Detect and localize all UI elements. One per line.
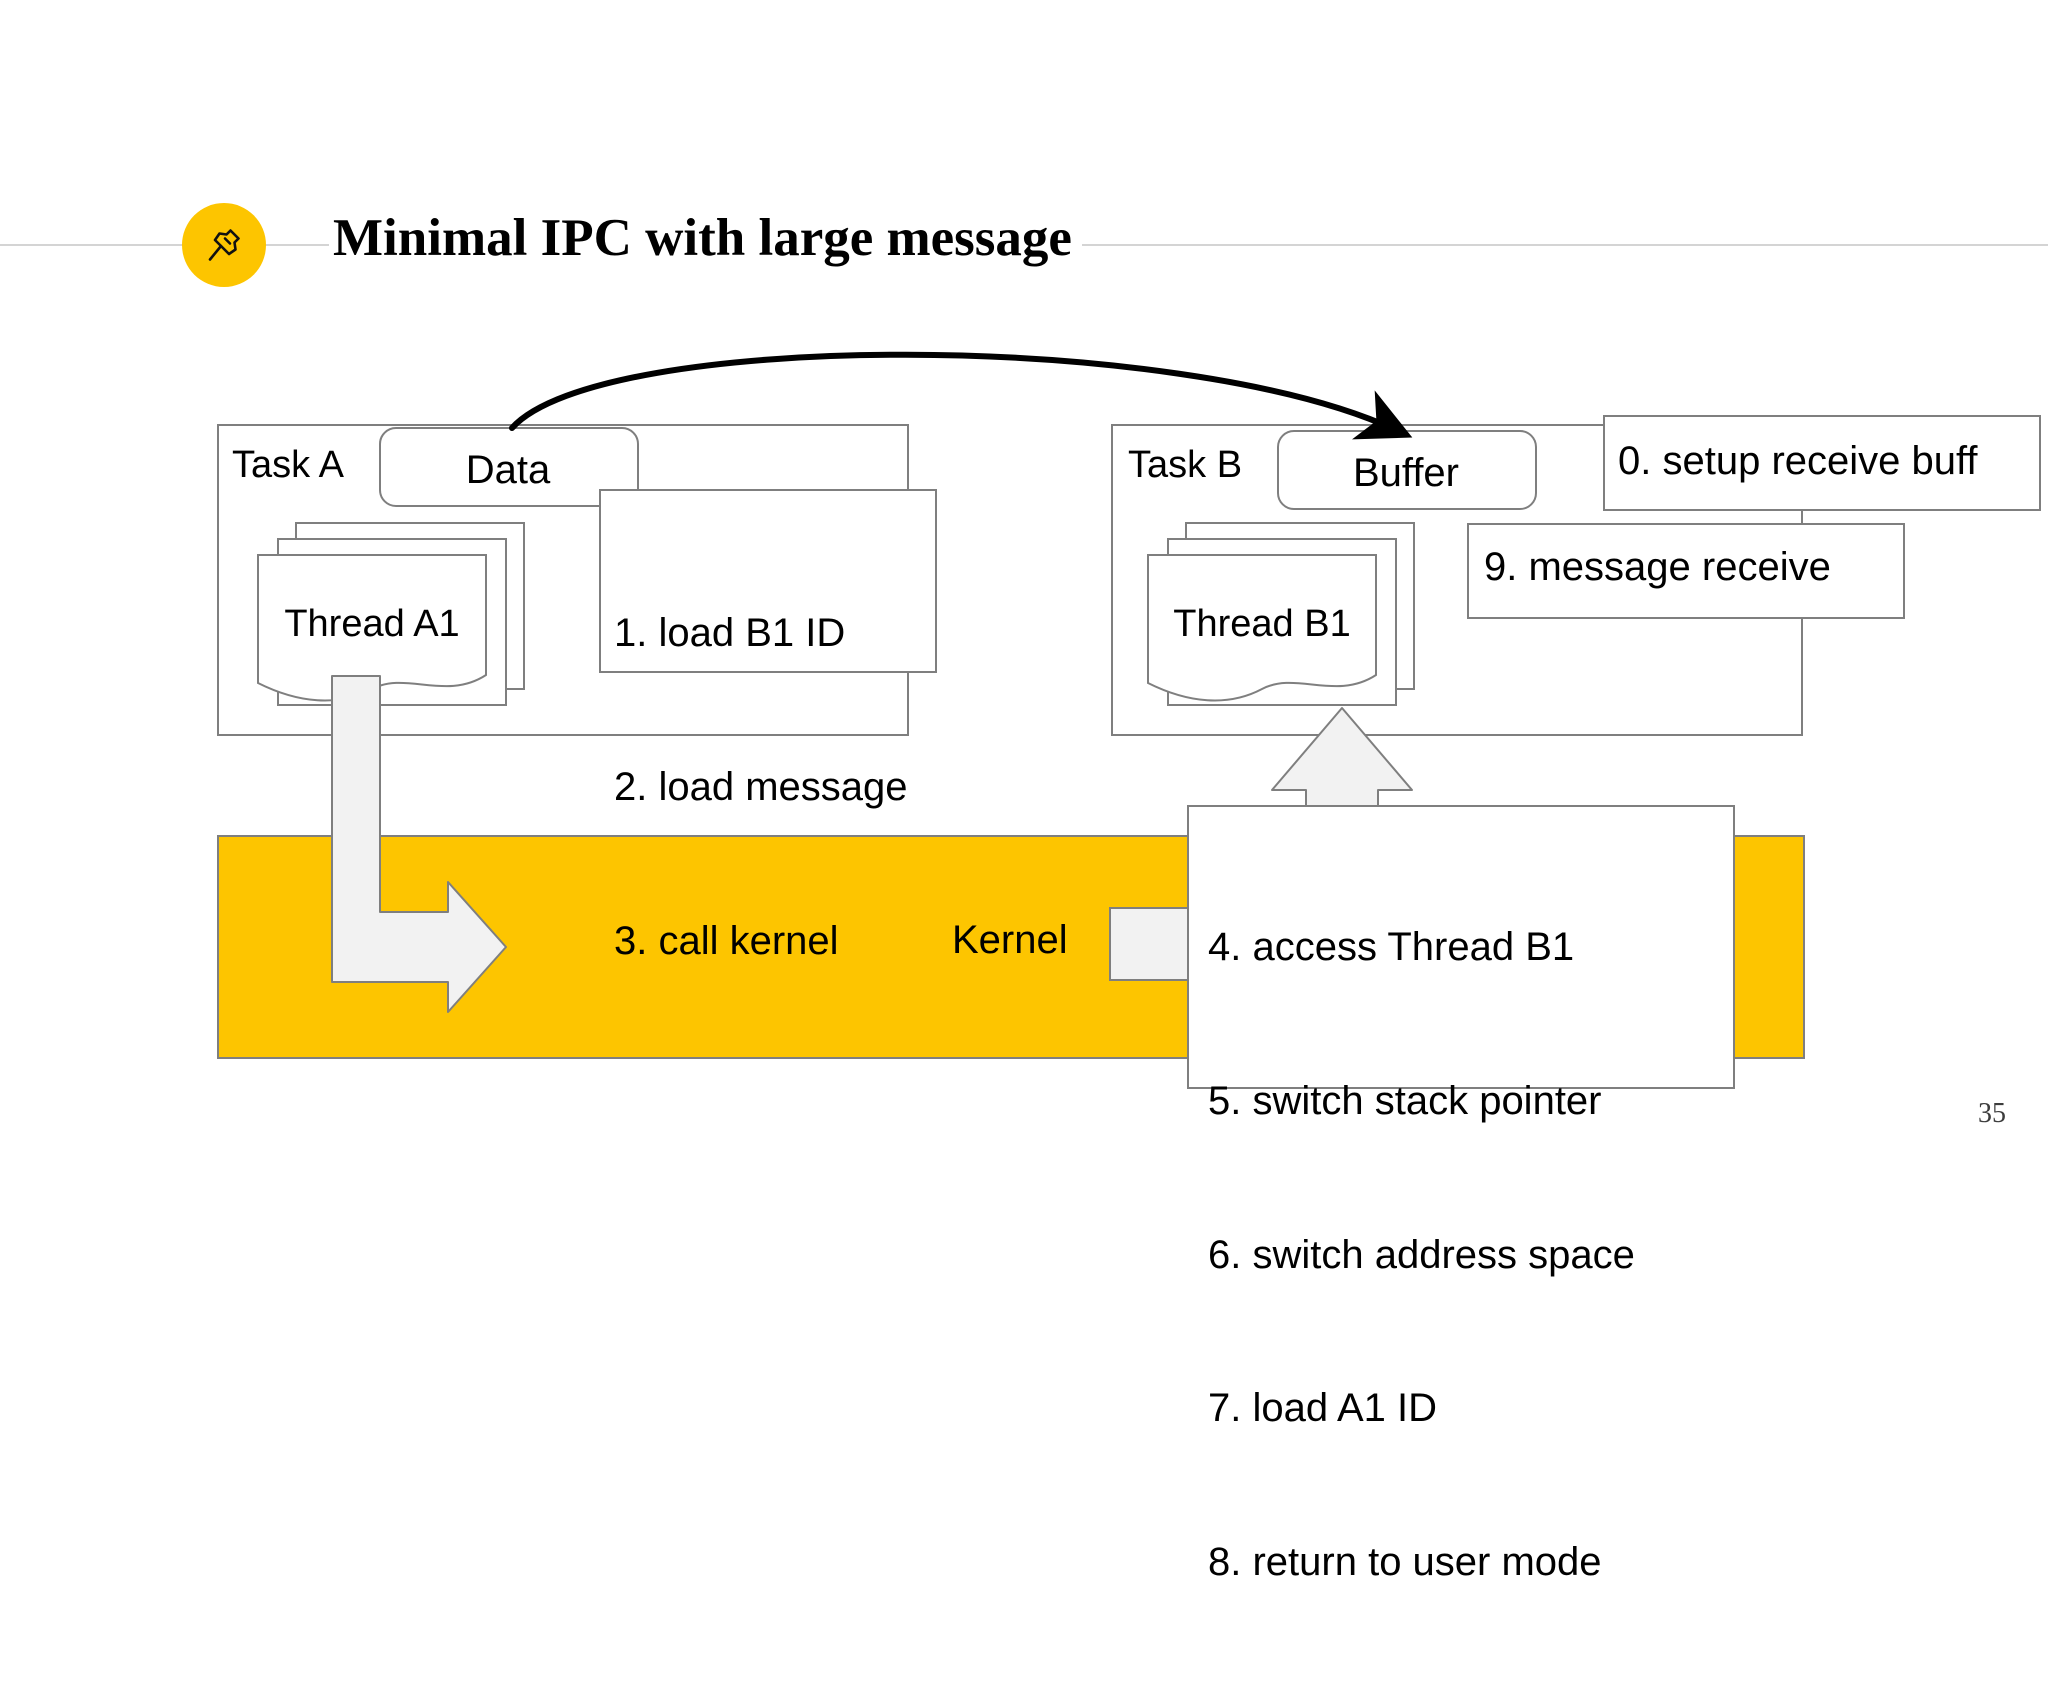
page-number: 35 [1978,1098,2006,1129]
thread-b1-sheet-1 [1147,554,1377,702]
data-memory-label: Data [465,448,551,492]
thread-b1-label: Thread B1 [1173,603,1351,645]
slide-header: Minimal IPC with large message [0,0,2048,330]
message-receive-text: 9. message receive [1484,545,1831,589]
message-copy-arrow [509,351,1413,440]
kernel-label: Kernel [952,918,1068,962]
kernel-step-line: 4. access Thread B1 [1208,925,1575,970]
buffer-memory-label: Buffer [1353,451,1459,495]
user-step-line: 2. load message [614,764,908,809]
syscall-arrow [331,675,507,1013]
user-steps-task-a-text: 1. load B1 ID 2. load message 3. call ke… [614,506,908,1069]
kernel-step-line: 5. switch stack pointer [1208,1078,1602,1123]
thread-a1-label: Thread A1 [284,603,460,645]
setup-receive-buffer-text: 0. setup receive buff [1618,439,1978,483]
task-b-label: Task B [1128,444,1243,486]
task-a-label: Task A [232,444,344,486]
message-receive-box [1467,523,1905,619]
page-title: Minimal IPC with large message [329,212,1082,265]
pushpin-icon [182,203,266,287]
kernel-step-line: 8. return to user mode [1208,1539,1602,1584]
kernel-inner-slot [1109,907,1189,981]
diagram-canvas [217,351,2041,1089]
setup-receive-buffer-box [1603,415,2041,511]
user-step-line: 3. call kernel [614,918,839,963]
ipc-diagram: Task A Data Thread A1 1. load B1 ID 2. l… [217,351,2041,1584]
user-step-line: 1. load B1 ID [614,611,846,656]
kernel-steps-box [1187,805,1735,1089]
kernel-step-line: 7. load A1 ID [1208,1386,1438,1431]
kernel-step-line: 6. switch address space [1208,1232,1635,1277]
kernel-steps-text: 4. access Thread B1 5. switch stack poin… [1208,820,1635,1690]
user-steps-task-a-box [599,489,937,673]
